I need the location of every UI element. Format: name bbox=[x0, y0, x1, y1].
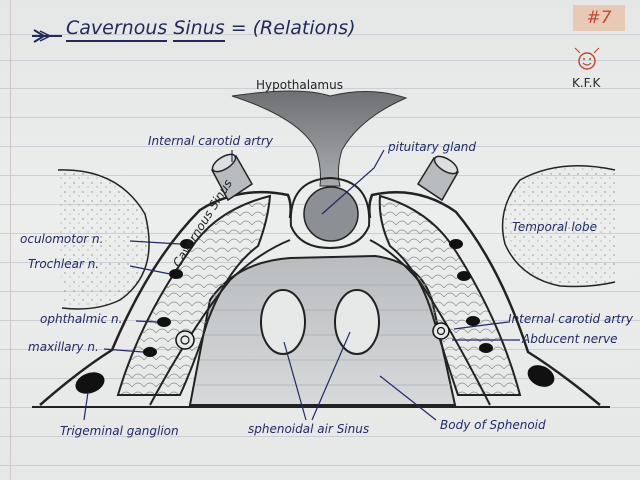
label-hypothalamus: Hypothalamus bbox=[256, 78, 343, 92]
ruled-line bbox=[0, 34, 640, 35]
right-internal-carotid-tube bbox=[416, 155, 460, 202]
label-internal-carotid-top: Internal carotid artry bbox=[148, 134, 273, 148]
left-dural-outer bbox=[39, 190, 292, 406]
left-cavernous-sinus bbox=[116, 194, 272, 396]
pituitary-gland bbox=[303, 186, 359, 242]
left-temporal-lobe bbox=[57, 169, 150, 310]
leader-lines bbox=[83, 149, 520, 421]
margin-line bbox=[10, 0, 11, 480]
label-ophthalmic: ophthalmic n. bbox=[40, 312, 123, 326]
label-body-of-sphenoid: Body of Sphenoid bbox=[440, 418, 546, 432]
left-maxillary-nerve bbox=[143, 347, 157, 357]
right-trochlear-nerve bbox=[457, 271, 471, 281]
ruled-line bbox=[0, 60, 640, 61]
right-dural-inner bbox=[369, 239, 491, 406]
pituitary-fossa bbox=[289, 176, 371, 250]
left-nerves bbox=[75, 239, 194, 394]
left-trigeminal-ganglion bbox=[75, 372, 105, 394]
hypothalamus-shape bbox=[231, 90, 408, 187]
smiley-face-icon bbox=[574, 47, 600, 70]
label-internal-carotid-right: Internal carotid artry bbox=[508, 312, 633, 326]
title-cavernous: Cavernous bbox=[66, 17, 168, 42]
ruled-line bbox=[0, 436, 640, 437]
ruled-line bbox=[0, 465, 640, 466]
label-sphenoidal-air-sinus: sphenoidal air Sinus bbox=[248, 422, 370, 436]
ruled-line bbox=[0, 88, 640, 89]
right-ophthalmic-nerve bbox=[466, 316, 480, 326]
label-trochlear: Trochlear n. bbox=[28, 257, 100, 271]
right-maxillary-nerve bbox=[479, 343, 493, 353]
right-dural-outer bbox=[368, 191, 601, 406]
right-oculomotor-nerve bbox=[449, 239, 463, 249]
right-temporal-lobe bbox=[501, 165, 616, 288]
right-trigeminal-ganglion bbox=[527, 365, 555, 387]
page-number-badge: #7 bbox=[573, 5, 625, 31]
label-abducent-nerve: Abducent nerve bbox=[522, 332, 618, 346]
label-pituitary-gland: pituitary gland bbox=[388, 140, 477, 154]
label-oculomotor: oculomotor n. bbox=[20, 232, 104, 246]
left-dural-inner bbox=[149, 239, 291, 406]
title-sinus: Sinus bbox=[173, 17, 225, 42]
left-carotid-cross-section bbox=[175, 330, 195, 350]
left-sphenoidal-air-sinus bbox=[260, 289, 306, 355]
left-trochlear-nerve bbox=[169, 269, 183, 279]
label-temporal-lobe: Temporal lobe bbox=[512, 220, 597, 234]
left-ophthalmic-nerve bbox=[157, 317, 171, 327]
right-carotid-cross-section bbox=[432, 322, 450, 340]
left-internal-carotid-tube bbox=[210, 153, 253, 202]
author-initials: K.F.K bbox=[572, 76, 601, 90]
label-maxillary: maxillary n. bbox=[28, 340, 99, 354]
title-relations: = (Relations) bbox=[230, 17, 356, 39]
label-trigeminal-ganglion: Trigeminal ganglion bbox=[60, 424, 179, 438]
left-oculomotor-nerve bbox=[180, 239, 194, 249]
page-title: Cavernous Sinus = (Relations) bbox=[66, 17, 356, 42]
sphenoid-hatching bbox=[196, 284, 452, 386]
title-arrow-icon bbox=[32, 29, 62, 43]
right-sphenoidal-air-sinus bbox=[334, 289, 380, 355]
right-nerves bbox=[449, 239, 555, 387]
